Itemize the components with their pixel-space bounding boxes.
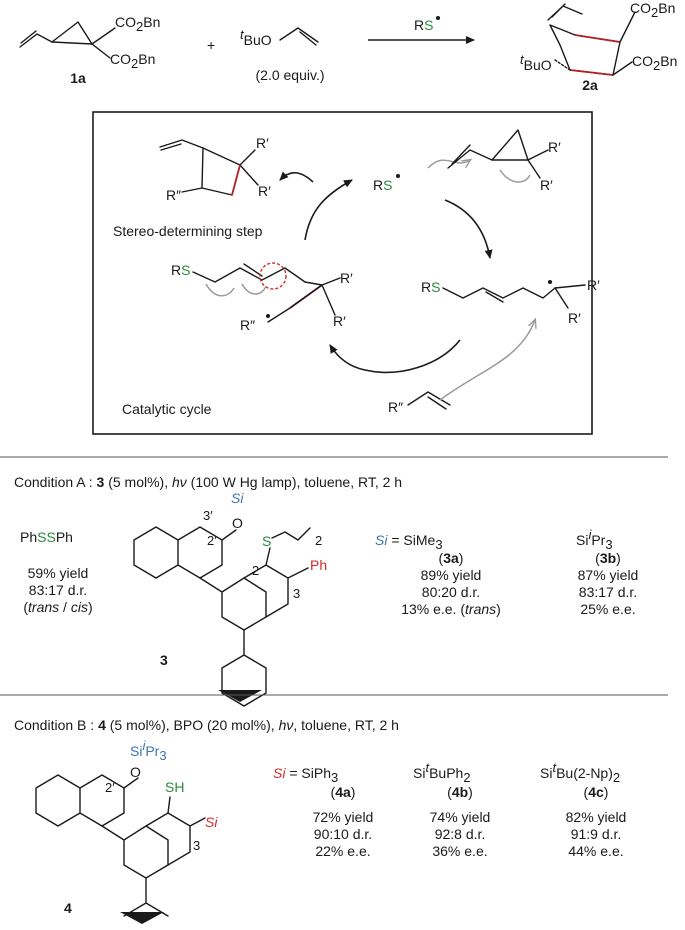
s-label-3: S [262,533,271,549]
structure-4: SiiPr3 O SH Si 2′ 3 4 [35,738,218,924]
a-col-b-l2: 83:17 d.r. [579,584,637,600]
product-co2bn-top: CO2Bn [630,0,675,20]
n2p-label-4: 2′ [105,780,115,795]
phssph: PhSSPh [20,529,73,545]
rp-int-top: R′ [340,270,353,286]
rs-intermediate: RS [171,262,190,278]
num-4a: (4a) [331,784,356,800]
reactant-vinyl-ether: tBuO (2.0 equiv.) [240,27,325,83]
label-3: 3 [160,652,168,668]
num-3a: (3a) [439,550,464,566]
cycle-alkene: R″ [388,320,535,415]
structure-3: Si O S 2 Ph 3′ 2′ 2 3 3 [133,490,327,707]
b-col-a-l3: 22% e.e. [315,843,370,859]
num-4b: (4b) [447,784,473,800]
b-col-b-l1: 74% yield [430,809,491,825]
a-col1-l2: 83:17 d.r. [29,582,87,598]
n3-label-4: 3 [193,838,200,853]
sipr3-label: SiiPr3 [130,738,167,763]
n2-label: 2 [252,563,259,578]
stereo-step-label: Stereo-determining step [113,223,263,239]
radical-dot-allyl [548,280,552,284]
a-col1-l1: 59% yield [28,565,89,581]
rp-int-bottom: R′ [333,313,346,329]
radical-dot [436,16,440,20]
n3p-label: 3′ [203,508,213,523]
si-label-3: Si [231,490,244,506]
cycle-arrows [279,171,493,374]
rp-vcp-bottom: R′ [540,177,553,193]
catalytic-cycle-label: Catalytic cycle [122,401,212,417]
si-label-4: Si [205,814,218,830]
n3-label-3: 3 [293,586,300,601]
label-4: 4 [64,900,72,916]
rs-allyl: RS [421,279,440,295]
b-col-b-l2: 92:8 d.r. [435,826,486,842]
reaction-arrow: RS [368,16,475,44]
a-col-b-l1: 87% yield [578,567,639,583]
cycle-vinylcyclopropane: R′ R′ [447,129,561,193]
product-2a: CO2Bn CO2Bn tBuO 2a [520,0,677,93]
si-eq-a: Si = SiMe3 [375,532,443,552]
b-col-a-l2: 90:10 d.r. [314,826,372,842]
a-col-a-l3: 13% e.e. (trans) [401,601,501,617]
rpp-int: R″ [240,317,255,333]
a-col-a-l1: 89% yield [421,567,482,583]
condition-b-header: Condition B : 4 (5 mol%), BPO (20 mol%),… [14,717,399,733]
cycle-intermediate: RS R′ R′ R″ [171,262,353,333]
equiv-label: (2.0 equiv.) [256,67,325,83]
radical-dot-int [266,314,270,318]
si-ipr3: SiiPr3 [576,527,613,552]
rp-bottom: R′ [258,183,271,199]
si-eq-b: Si = SiPh3 [273,765,338,785]
a-col-a-l2: 80:20 d.r. [422,584,480,600]
bond-forming-circle [259,262,287,290]
rp-vcp-top: R′ [548,139,561,155]
b-col-c-l1: 82% yield [566,809,627,825]
rp-allyl-bottom: R′ [568,310,581,326]
cycle-product: R′ R′ R″ [159,135,271,203]
cycle-thiyl-radical: RS [373,160,470,193]
sh-label-4: SH [165,779,184,795]
ph-label-3: Ph [310,557,327,573]
reactant-1a: CO2Bn CO2Bn 1a [19,14,160,86]
product-co2bn-bottom: CO2Bn [632,53,677,73]
b-col-b-l3: 36% e.e. [432,843,487,859]
b-col-c-l3: 44% e.e. [568,843,623,859]
si-tbu2np2: SitBu(2-Np)2 [540,760,620,785]
rp-allyl-top: R′ [587,277,600,293]
co2bn-bottom: CO2Bn [110,51,155,71]
label-1a: 1a [70,70,86,86]
num-4c: (4c) [584,784,609,800]
o-label-4: O [130,764,141,780]
label-2a: 2a [582,77,598,93]
rpp-label: R″ [166,187,181,203]
num-3b: (3b) [595,550,621,566]
sub2-label-3: 2 [315,533,322,548]
tbuo-label: tBuO [240,27,272,48]
a-col1-l3: (trans / cis) [23,599,92,615]
o-label-3: O [232,515,243,531]
plus-sign: + [207,37,215,53]
si-tbuph2: SitBuPh2 [413,760,471,785]
rp-top: R′ [256,135,269,151]
radical-dot-rs [396,174,400,178]
condition-a-header: Condition A : 3 (5 mol%), hν (100 W Hg l… [14,474,402,490]
cycle-allyl-radical: RS R′ R′ [421,277,600,326]
cycle-box [92,111,593,435]
a-col-b-l3: 25% e.e. [580,601,635,617]
n2p-label-3: 2′ [207,533,217,548]
rpp-alkene: R″ [388,399,403,415]
b-col-c-l2: 91:9 d.r. [571,826,622,842]
rs-cycle: RS [373,177,392,193]
rs-radical: RS [414,17,433,33]
product-tbuo: tBuO [520,52,552,73]
b-col-a-l1: 72% yield [313,809,374,825]
co2bn-top: CO2Bn [115,14,160,34]
